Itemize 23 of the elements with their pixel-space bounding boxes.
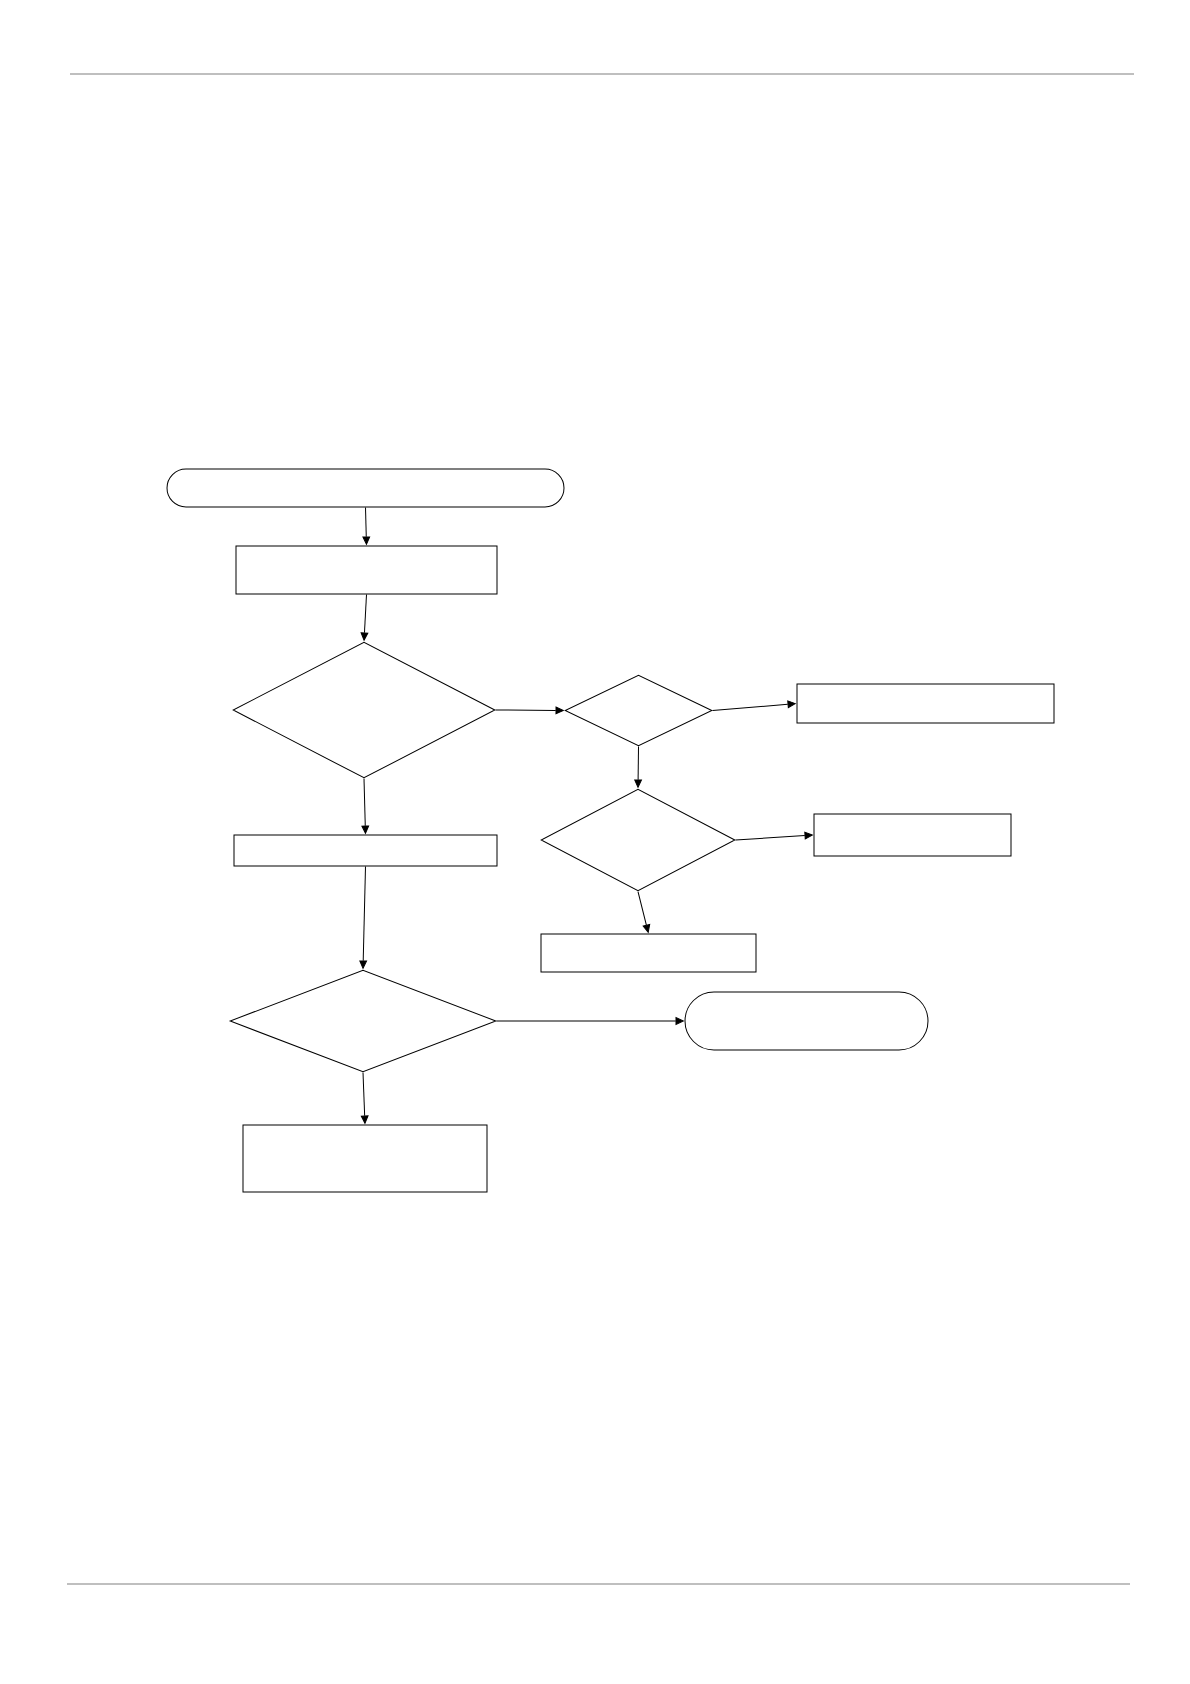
arrow: [712, 700, 796, 711]
decision-diamond: [564, 674, 713, 747]
arrow: [735, 831, 813, 841]
process-box: [540, 933, 757, 973]
arrow: [361, 778, 370, 834]
process-box: [813, 813, 1012, 857]
process-box: [242, 1124, 488, 1193]
process-box: [233, 834, 498, 867]
arrow: [637, 891, 651, 933]
decision-diamond: [232, 641, 496, 779]
decision-diamond: [540, 788, 736, 892]
arrow: [495, 706, 564, 715]
process-box: [796, 683, 1055, 724]
decision-diamond: [229, 969, 497, 1073]
arrow: [360, 1072, 369, 1124]
terminal-box: [166, 468, 565, 508]
terminal-box: [684, 991, 929, 1051]
arrow: [634, 746, 642, 788]
arrow: [362, 507, 371, 545]
arrow: [360, 594, 369, 641]
arrow: [496, 1017, 684, 1025]
arrow: [359, 866, 368, 969]
process-box: [235, 545, 498, 595]
